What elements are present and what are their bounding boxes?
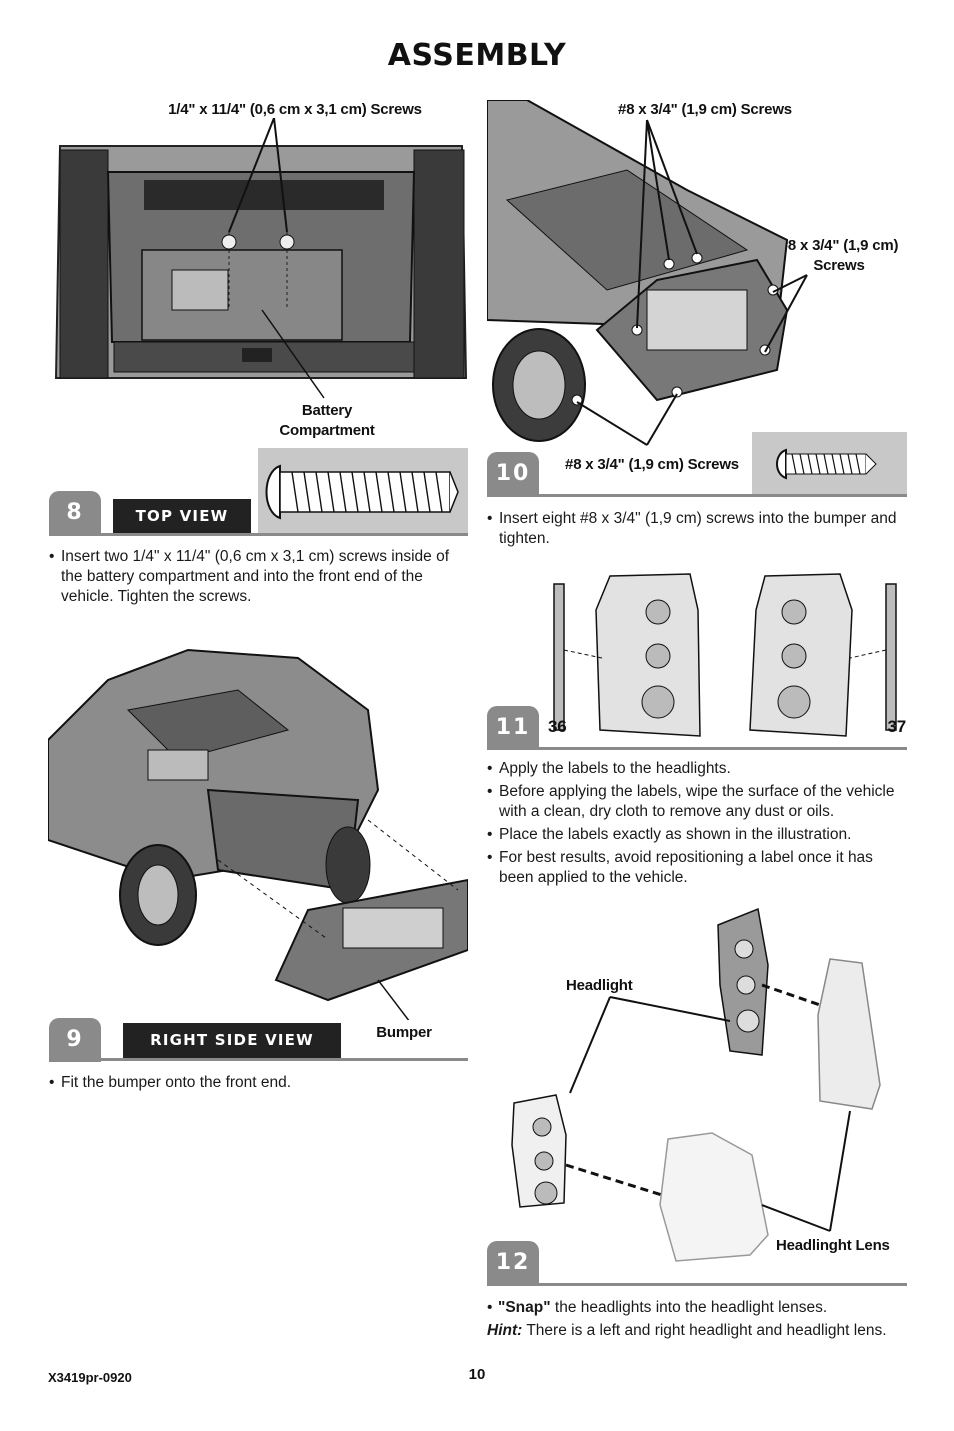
step11-label-36: 36 (548, 717, 567, 736)
step10-number: 10 (487, 452, 539, 496)
step10-bullet: Insert eight #8 x 3/4" (1,9 cm) screws i… (487, 509, 907, 549)
step8-bullet: Insert two 1/4" x 11/4" (0,6 cm x 3,1 cm… (49, 547, 464, 607)
step12-snap-word: "Snap" (498, 1299, 551, 1316)
step9-instructions: Fit the bumper onto the front end. (49, 1073, 464, 1096)
step11-divider (487, 747, 907, 750)
step8-instructions: Insert two 1/4" x 11/4" (0,6 cm x 3,1 cm… (49, 547, 464, 610)
step11-bullet: Before applying the labels, wipe the sur… (487, 782, 907, 822)
step8-screw-callout: 1/4" x 11/4" (0,6 cm x 3,1 cm) Screws (140, 100, 450, 120)
step10-callout-right: #8 x 3/4" (1,9 cm) Screws (772, 236, 906, 276)
step10-callout-bottom: #8 x 3/4" (1,9 cm) Screws (565, 456, 739, 473)
step10-callout-right-line2: Screws (813, 257, 865, 274)
step12-lens-callout: Headlinght Lens (776, 1237, 890, 1254)
step12-hint: Hint: There is a left and right headligh… (487, 1321, 907, 1341)
step10-screw-icon (776, 448, 877, 480)
step8-divider (49, 533, 468, 536)
step9-bullet: Fit the bumper onto the front end. (49, 1073, 464, 1093)
step11-instructions: Apply the labels to the headlights. Befo… (487, 759, 907, 891)
step9-divider (49, 1058, 468, 1061)
step8-screw-callout-text: 1/4" x 11/4" (0,6 cm x 3,1 cm) Screws (168, 101, 422, 118)
step8-number: 8 (49, 491, 101, 535)
step8-screw-icon (265, 464, 459, 520)
step10-screw-actual-size-box (752, 432, 907, 494)
document-code: X3419pr-0920 (48, 1370, 132, 1385)
step12-snap-rest: the headlights into the headlight lenses… (550, 1299, 828, 1316)
step12-headlight-illustration (511, 907, 881, 1262)
step12-bullet-snap: •"Snap" the headlights into the headligh… (487, 1299, 828, 1316)
step11-labels-illustration (553, 573, 897, 737)
step10-callout-right-line1: #8 x 3/4" (1,9 cm) (779, 237, 899, 254)
step8-compartment-callout-line1: Battery (301, 402, 353, 419)
step11-number: 11 (487, 706, 539, 750)
step10-callout-top: #8 x 3/4" (1,9 cm) Screws (618, 101, 792, 118)
step12-number: 12 (487, 1241, 539, 1285)
step12-hint-word: Hint: (487, 1322, 523, 1339)
step12-instructions: •"Snap" the headlights into the headligh… (487, 1298, 907, 1341)
step8-view-label: TOP VIEW (113, 499, 251, 533)
step8-leader-lines (228, 118, 325, 399)
step8-compartment-callout: Battery Compartment (262, 401, 392, 441)
step10-instructions: Insert eight #8 x 3/4" (1,9 cm) screws i… (487, 509, 907, 552)
step9-number: 9 (49, 1018, 101, 1062)
step9-side-view-illustration (48, 648, 468, 1020)
page-number: 10 (468, 1366, 486, 1383)
step8-compartment-callout-line2: Compartment (279, 422, 375, 439)
step11-label-37: 37 (887, 717, 906, 736)
step12-hint-rest: There is a left and right headlight and … (522, 1322, 887, 1339)
step9-view-label: RIGHT SIDE VIEW (123, 1023, 341, 1058)
step8-top-view-illustration (54, 142, 468, 388)
step12-headlight-callout: Headlight (566, 977, 633, 994)
page-title: ASSEMBLY (387, 38, 567, 73)
step9-bumper-callout: Bumper (376, 1024, 432, 1041)
step12-divider (487, 1283, 907, 1286)
step11-bullet: For best results, avoid repositioning a … (487, 848, 907, 888)
step10-divider (487, 494, 907, 497)
step11-bullet: Place the labels exactly as shown in the… (487, 825, 907, 845)
step10-bumper-illustration (487, 100, 808, 446)
step11-bullet: Apply the labels to the headlights. (487, 759, 907, 779)
step8-screw-actual-size-box (258, 448, 468, 534)
